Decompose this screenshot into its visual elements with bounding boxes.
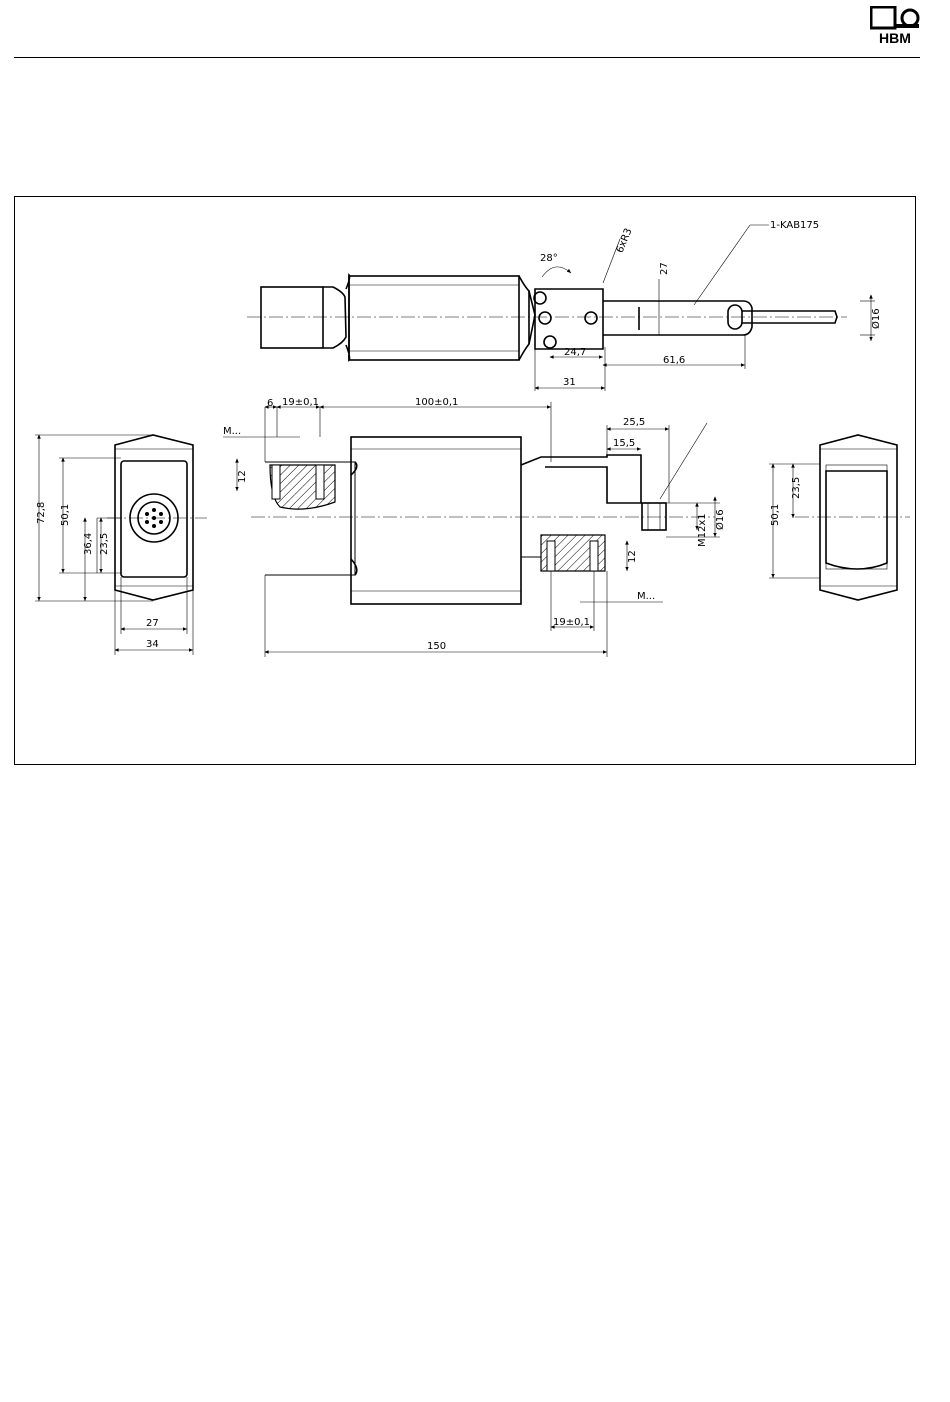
left-dim-34: 34 — [146, 639, 159, 650]
right-end-view: 50,1 23,5 — [769, 435, 910, 600]
dim-12-left: 12 — [237, 470, 248, 483]
cable-dia-label: Ø16 — [870, 308, 882, 329]
top-view: 28° 6xR3 27 1-KAB175 Ø16 24,7 61,6 31 — [247, 220, 882, 391]
dim-25-5: 25,5 — [623, 417, 645, 428]
dim-6: 6 — [267, 398, 273, 409]
logo-text: HBM — [879, 30, 911, 46]
top-radius-label: 6xR3 — [615, 227, 635, 255]
header-rule — [14, 57, 920, 58]
right-dim-50-1: 50,1 — [770, 504, 781, 526]
dim-19-bottom: 19±0,1 — [553, 617, 590, 628]
dim-150: 150 — [427, 641, 446, 652]
left-dim-27: 27 — [146, 618, 159, 629]
hbm-logo: HBM — [870, 6, 920, 46]
technical-drawing: 28° 6xR3 27 1-KAB175 Ø16 24,7 61,6 31 — [15, 197, 917, 766]
cable-label: 1-KAB175 — [770, 220, 819, 231]
left-end-view: 72,8 50,1 36,4 23,5 27 34 — [35, 435, 207, 655]
left-dim-36-4: 36,4 — [83, 533, 94, 555]
left-dim-72-8: 72,8 — [36, 502, 47, 524]
thread-bottom-label: M... — [637, 591, 655, 602]
drawing-frame: 28° 6xR3 27 1-KAB175 Ø16 24,7 61,6 31 — [14, 196, 916, 765]
dim-100: 100±0,1 — [415, 397, 458, 408]
dim-12-right: 12 — [627, 550, 638, 563]
dim-31: 31 — [563, 377, 576, 388]
top-height-label: 27 — [659, 262, 670, 275]
right-dim-23-5: 23,5 — [791, 477, 802, 499]
dim-61-6: 61,6 — [663, 355, 685, 366]
dim-19-top: 19±0,1 — [282, 397, 319, 408]
front-view: 6 19±0,1 100±0,1 M... 12 25,5 15,5 M12x1… — [223, 397, 726, 657]
thread-top-label: M... — [223, 426, 241, 437]
left-dim-23-5: 23,5 — [99, 533, 110, 555]
dim-24-7: 24,7 — [564, 347, 586, 358]
thread-m12-label: M12x1 — [697, 513, 708, 547]
left-dim-50-1: 50,1 — [60, 504, 71, 526]
dim-15-5: 15,5 — [613, 438, 635, 449]
top-angle-label: 28° — [540, 253, 558, 264]
dim-16-right: Ø16 — [714, 509, 726, 530]
